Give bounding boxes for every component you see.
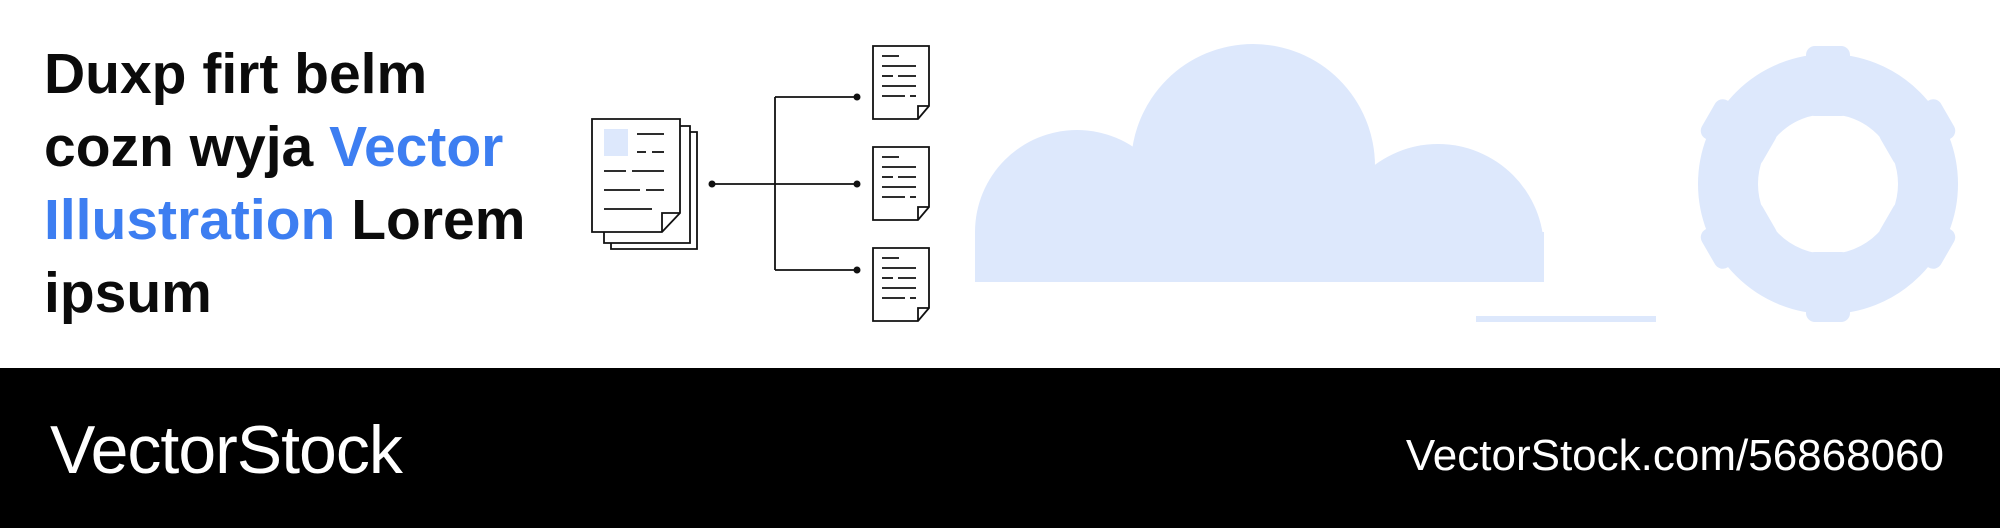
source-url[interactable]: VectorStock.com/56868060 xyxy=(1405,431,1944,480)
cloud-base xyxy=(970,282,1550,362)
headline: Duxp firt belm cozn wyja Vector Illustra… xyxy=(44,38,564,330)
document-icon xyxy=(872,247,930,322)
document-icon xyxy=(872,146,930,221)
brand-logo[interactable]: VectorStock xyxy=(50,412,403,488)
cloud-ground-line xyxy=(1476,316,1656,322)
gear-icon xyxy=(1698,46,1958,322)
document-icon xyxy=(872,45,930,120)
connector-lines xyxy=(712,96,857,271)
document-stack-icon xyxy=(591,118,698,250)
illustration xyxy=(591,44,1958,362)
banner: Duxp firt belm cozn wyja Vector Illustra… xyxy=(44,38,1958,362)
headline-text-end: Lorem ipsum xyxy=(44,188,526,325)
headline-highlight: Vector Illustration xyxy=(44,115,504,252)
connector-dots xyxy=(708,93,861,274)
headline-text: Duxp firt belm cozn wyja xyxy=(44,42,428,179)
footer-bar: VectorStock VectorStock.com/56868060 xyxy=(0,368,2000,528)
